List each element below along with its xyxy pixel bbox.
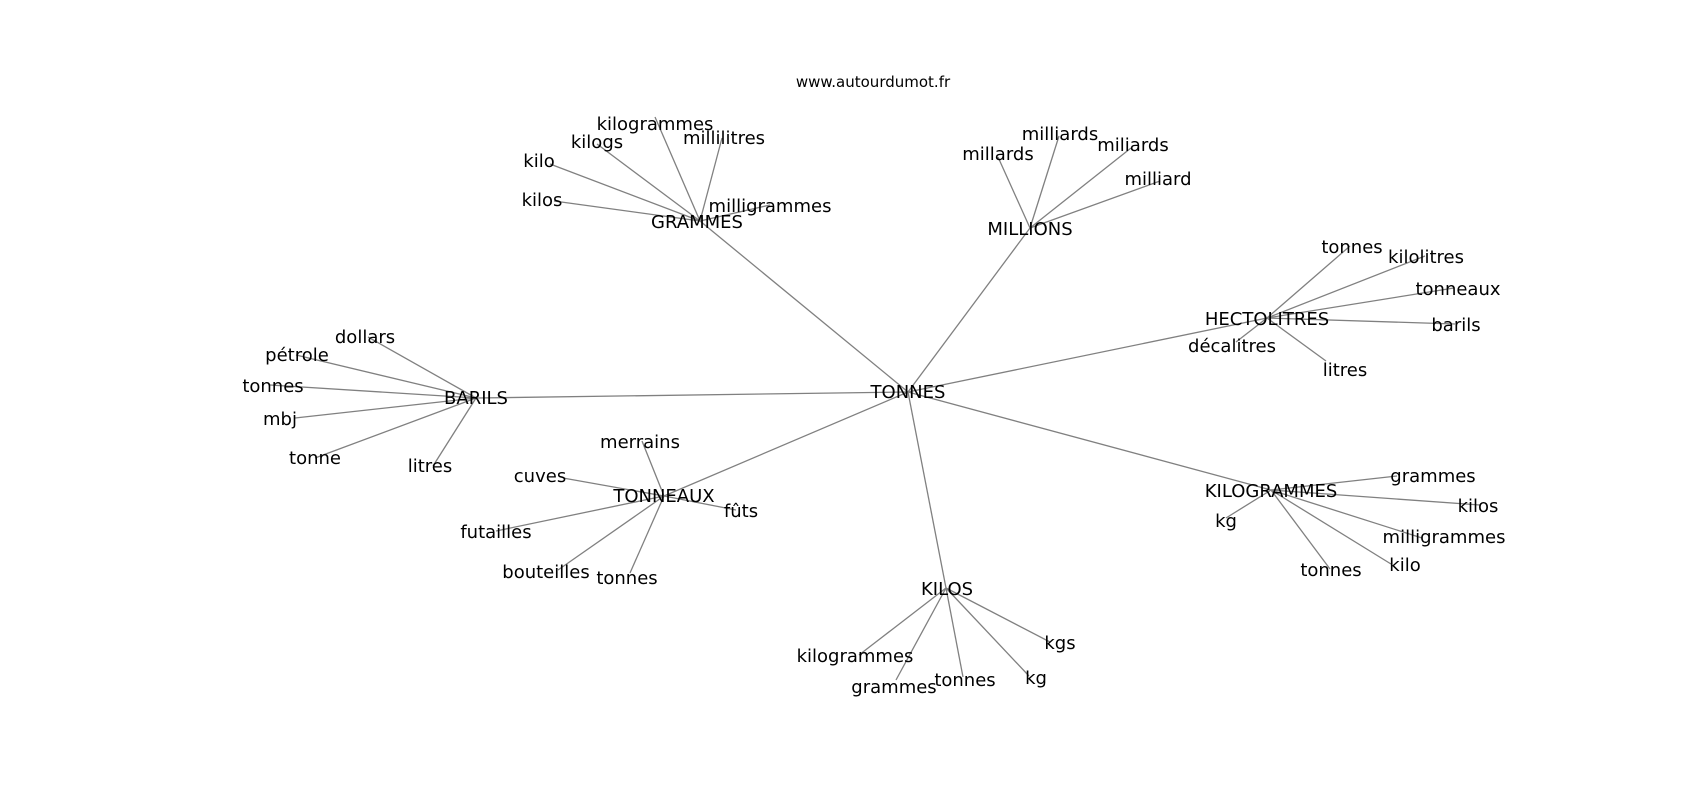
edge-kilogrammes-kilos — [1270, 489, 1481, 506]
edge-tonneaux-cuves — [562, 477, 665, 497]
node-millions[interactable]: MILLIONS — [987, 219, 1072, 240]
edge-millions-millards — [997, 156, 1031, 229]
edge-kilogrammes-kilo — [1270, 489, 1392, 565]
node-hectolitres-barils[interactable]: barils — [1431, 315, 1480, 336]
edge-hectolitres-litres — [1266, 317, 1327, 362]
edge-kilogrammes-grammes — [1270, 475, 1398, 491]
node-barils-litres[interactable]: litres — [408, 456, 453, 477]
node-tonneaux-bouteilles[interactable]: bouteilles — [502, 562, 589, 583]
edge-barils-mbj — [294, 397, 477, 419]
node-millions-miliards[interactable]: miliards — [1097, 135, 1168, 156]
node-kilogrammes-grammes[interactable]: grammes — [1390, 466, 1475, 487]
edge-hectolitres-decalitres — [1235, 317, 1268, 343]
node-center-tonnes[interactable]: TONNES — [870, 382, 946, 403]
edge-barils-tonne — [314, 397, 477, 459]
node-millions-milliard[interactable]: milliard — [1124, 169, 1191, 190]
node-kilos-kg[interactable]: kg — [1025, 668, 1047, 689]
node-grammes[interactable]: GRAMMES — [651, 212, 743, 233]
edge-millions-milliard — [1029, 180, 1161, 229]
node-millions-milliards[interactable]: milliards — [1022, 124, 1098, 145]
edge-kilos-tonnes — [945, 587, 964, 678]
edge-tonneaux-bouteilles — [557, 495, 665, 571]
edge-grammes-kilogrammes — [654, 116, 701, 222]
edge-tonnes-kilos — [907, 391, 947, 589]
node-grammes-kilo[interactable]: kilo — [523, 151, 554, 172]
edge-kilogrammes-tonnes — [1270, 489, 1331, 570]
edge-grammes-milligrammes — [699, 204, 771, 222]
site-watermark: www.autourdumot.fr — [796, 73, 951, 91]
edge-tonneaux-futs — [663, 495, 737, 511]
node-kilogrammes-tonnes[interactable]: tonnes — [1300, 560, 1361, 581]
edge-tonnes-barils — [475, 391, 909, 399]
node-barils-tonne[interactable]: tonne — [289, 448, 341, 469]
node-barils-dollars[interactable]: dollars — [335, 327, 395, 348]
edge-barils-tonnes — [269, 384, 477, 399]
node-kilogrammes-kilos[interactable]: kilos — [1458, 496, 1499, 517]
node-tonneaux-tonnes[interactable]: tonnes — [596, 568, 657, 589]
edge-tonnes-hectolitres — [907, 317, 1268, 393]
node-kilogrammes-kg[interactable]: kg — [1215, 511, 1237, 532]
node-grammes-milligrammes[interactable]: milligrammes — [709, 196, 832, 217]
edge-grammes-kilo — [549, 163, 701, 222]
edge-grammes-kilogs — [596, 143, 701, 222]
node-tonneaux-futailles[interactable]: futailles — [460, 522, 531, 543]
node-barils-mbj[interactable]: mbj — [263, 409, 297, 430]
edge-kilos-kgs — [945, 587, 1051, 643]
node-kilogrammes-kilo[interactable]: kilo — [1389, 555, 1420, 576]
edge-grammes-kilos — [553, 200, 701, 222]
node-kilogrammes-milligrammes[interactable]: milligrammes — [1383, 527, 1506, 548]
node-barils-tonnes[interactable]: tonnes — [242, 376, 303, 397]
node-hectolitres-kilolitres[interactable]: kilolitres — [1388, 247, 1464, 268]
edge-kilos-kg — [945, 587, 1030, 677]
edge-tonnes-kilogrammes — [907, 391, 1272, 491]
edge-kilogrammes-kg — [1225, 489, 1272, 519]
edge-barils-litres — [432, 397, 477, 467]
node-barils-petrole[interactable]: pétrole — [265, 345, 329, 366]
node-grammes-kilos[interactable]: kilos — [522, 190, 563, 211]
edge-tonnes-grammes — [699, 220, 909, 393]
node-kilos-grammes[interactable]: grammes — [851, 677, 936, 698]
node-grammes-millilitres[interactable]: millilitres — [683, 128, 765, 149]
node-kilos-kgs[interactable]: kgs — [1044, 633, 1075, 654]
node-hectolitres-decalitres[interactable]: décalitres — [1188, 336, 1276, 357]
edge-tonnes-tonneaux — [663, 391, 909, 497]
node-kilos[interactable]: KILOS — [921, 579, 973, 600]
node-tonneaux-merrains[interactable]: merrains — [600, 432, 680, 453]
node-tonneaux-cuves[interactable]: cuves — [514, 466, 566, 487]
edge-tonneaux-futailles — [495, 495, 665, 532]
edge-grammes-millilitres — [699, 137, 723, 222]
node-tonneaux-futs[interactable]: fûts — [724, 501, 758, 522]
node-hectolitres-tonnes[interactable]: tonnes — [1321, 237, 1382, 258]
edge-hectolitres-tonneaux — [1266, 287, 1455, 319]
edge-barils-petrole — [295, 354, 477, 399]
edge-tonneaux-merrains — [641, 440, 665, 497]
node-grammes-kilogrammes[interactable]: kilogrammes — [597, 114, 714, 135]
edge-kilogrammes-milligrammes — [1270, 489, 1423, 539]
edge-millions-milliards — [1029, 135, 1060, 229]
node-hectolitres-litres[interactable]: litres — [1323, 360, 1368, 381]
node-hectolitres[interactable]: HECTOLITRES — [1205, 309, 1329, 330]
edge-tonneaux-tonnes — [629, 495, 665, 574]
edge-barils-dollars — [367, 336, 477, 399]
edge-hectolitres-kilolitres — [1266, 255, 1426, 319]
node-kilos-kilogrammes[interactable]: kilogrammes — [797, 646, 914, 667]
node-kilos-tonnes[interactable]: tonnes — [934, 670, 995, 691]
node-hectolitres-tonneaux[interactable]: tonneaux — [1415, 279, 1500, 300]
edge-kilos-kilogrammes — [858, 587, 947, 656]
node-tonneaux[interactable]: TONNEAUX — [612, 486, 714, 507]
node-kilogrammes[interactable]: KILOGRAMMES — [1205, 481, 1338, 502]
edge-kilos-grammes — [895, 587, 947, 681]
edge-millions-miliards — [1029, 147, 1132, 229]
node-millions-millards[interactable]: millards — [962, 144, 1033, 165]
edge-hectolitres-tonnes — [1266, 245, 1351, 319]
edge-tonnes-millions — [907, 227, 1031, 393]
edges-layer — [269, 116, 1481, 681]
edge-hectolitres-barils — [1266, 317, 1456, 325]
node-grammes-kilogs[interactable]: kilogs — [571, 132, 623, 153]
node-barils[interactable]: BARILS — [444, 388, 508, 409]
